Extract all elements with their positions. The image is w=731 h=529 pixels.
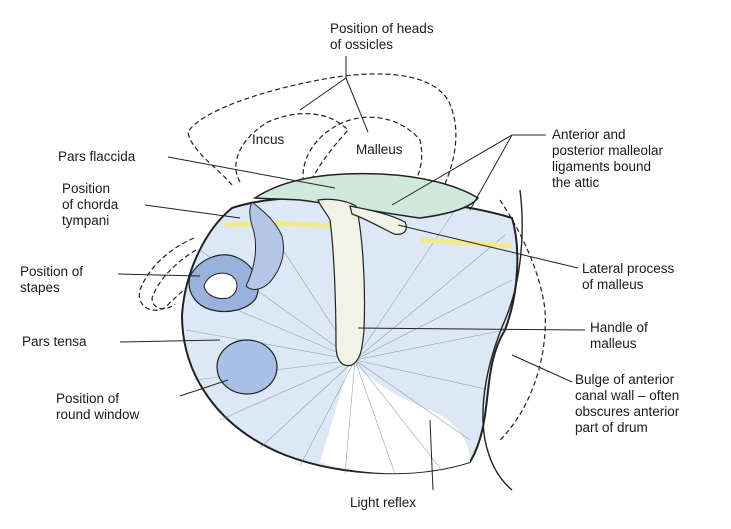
label-chorda-tympani: Position of chorda tympani — [62, 181, 122, 228]
incus-long-process — [245, 201, 284, 290]
canal-wall-line — [482, 189, 523, 491]
incus-outline — [235, 112, 349, 189]
ossicle-heads-outline — [187, 73, 457, 186]
pars-flaccida-region — [252, 172, 480, 219]
label-pars-tensa: Pars tensa — [22, 334, 87, 349]
label-heads-ossicles: Position of heads of ossicles — [330, 21, 437, 52]
label-ligaments: Anterior and posterior malleolar ligamen… — [552, 127, 667, 190]
label-lateral-process: Lateral process of malleus — [582, 261, 678, 292]
label-light-reflex: Light reflex — [350, 495, 416, 510]
stapes-outline — [138, 237, 195, 311]
label-stapes: Position of stapes — [20, 264, 87, 295]
stapes-inner — [203, 272, 238, 299]
canal-bulge-outline — [499, 199, 546, 441]
chorda-outline — [151, 249, 197, 310]
malleus-head-outline — [302, 116, 423, 191]
lateral-process-shape — [349, 205, 407, 235]
label-bulge: Bulge of anterior canal wall – often obs… — [575, 372, 683, 435]
label-pars-flaccida: Pars flaccida — [58, 149, 136, 164]
label-handle-malleus: Handle of malleus — [590, 320, 652, 351]
chorda-highlight — [224, 220, 341, 229]
round-window-shape — [216, 339, 278, 395]
label-incus: Incus — [252, 132, 285, 147]
chorda-highlight-anterior — [419, 237, 513, 249]
label-malleus: Malleus — [356, 142, 403, 157]
label-round-window: Position of round window — [56, 391, 140, 422]
light-reflex-region — [320, 360, 470, 474]
leader-lines — [117, 56, 586, 491]
